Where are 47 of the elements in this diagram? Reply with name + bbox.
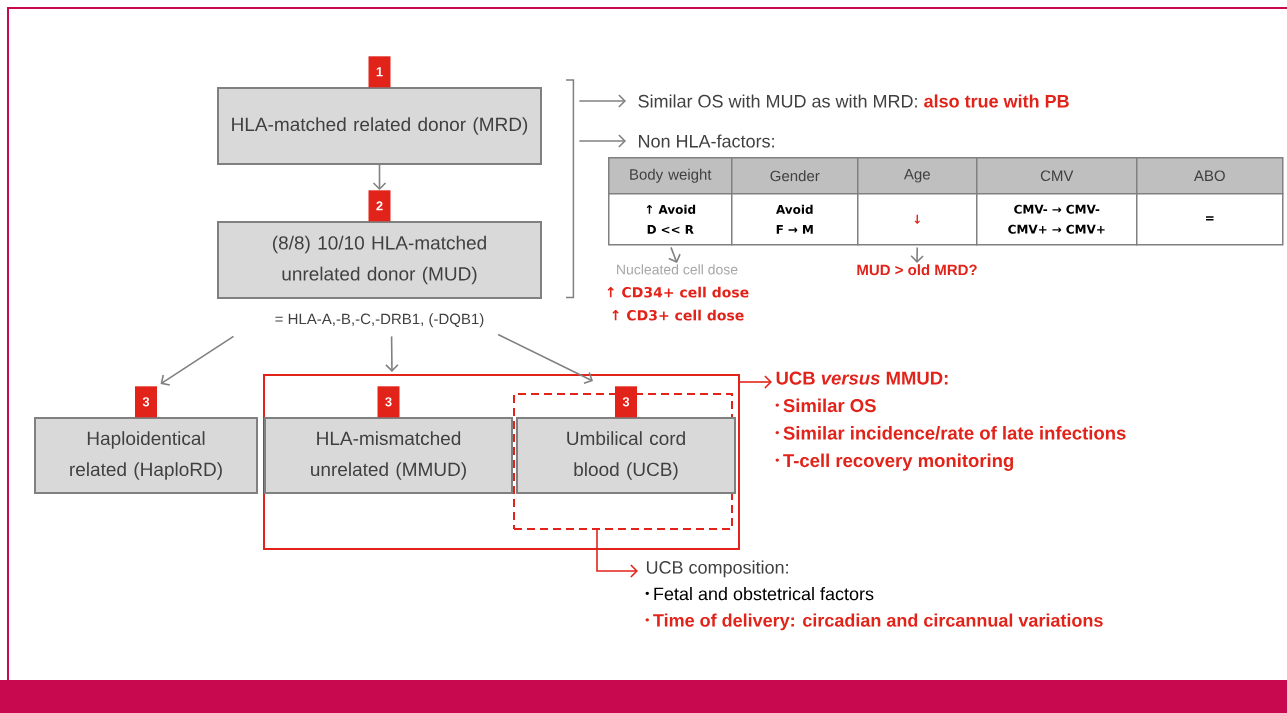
note-text: Non HLA-factors:: [639, 134, 774, 148]
node-label: Time of delivery: circadian and circannual variations: [653, 613, 1103, 631]
table-cell: ↓: [857, 193, 978, 246]
bullet-list: UCB composition: Fetal and obstetrical factors Time of delivery: circadian and circannual variations: [645, 560, 1103, 631]
note-text: Nucleated cell dose ↑ CD34+ cell dose ↑ CD3+ cell dose: [607, 264, 749, 321]
table-cell: ↑ Avoid D << R: [608, 193, 733, 246]
arrow: [497, 333, 593, 385]
arrow: [668, 246, 681, 263]
table-cell: Age: [857, 157, 978, 195]
node-label: UCB versus MMUD:: [776, 371, 948, 385]
note-text: Similar OS with MUD as with MRD: also true with PB: [638, 94, 1069, 108]
arrow: [578, 94, 626, 108]
arrow: [739, 375, 772, 389]
process-box: HLA-matched related donor (MRD): [217, 87, 542, 165]
node-label: T-cell recovery monitoring: [783, 453, 1014, 471]
table-cell: Gender: [731, 157, 859, 195]
node-label: Similar incidence/rate of late infections: [783, 426, 1126, 440]
process-box: (8/8) 10/10 HLA-matched unrelated donor (MUD): [217, 221, 542, 299]
number-badge: 3: [615, 386, 637, 418]
group-frame: [263, 374, 740, 550]
bullet-list: UCB versus MMUD: Similar OS Similar incidence/rate of late infections T-cell recovery monitoring: [775, 371, 1126, 471]
process-box: Umbilical cord blood (UCB): [516, 417, 736, 494]
table-cell: ABO: [1136, 157, 1284, 195]
arrow: [372, 164, 387, 191]
group-frame: [513, 393, 733, 530]
arrow: [910, 246, 924, 263]
arrow: [385, 335, 399, 372]
bracket: [565, 79, 575, 299]
number-badge: 1: [368, 56, 391, 88]
process-box: Haploidentical related (HaploRD): [34, 417, 258, 494]
node-label: Similar OS: [783, 398, 876, 413]
table-cell: Body weight: [608, 157, 733, 195]
table-cell: CMV- → CMV- CMV+ → CMV+: [976, 193, 1138, 246]
number-badge: 2: [368, 190, 391, 222]
table-cell: Avoid F → M: [731, 193, 859, 246]
arrow: [160, 335, 235, 386]
number-badge: 3: [377, 386, 400, 418]
note-text: MUD > old MRD?: [857, 264, 977, 276]
node-label: Fetal and obstetrical factors: [654, 587, 874, 601]
number-badge: 3: [135, 386, 157, 418]
arrow: [596, 529, 638, 578]
arrow: [578, 134, 626, 148]
caption-text: = HLA-A,-B,-C,-DRB1, (-DQB1): [275, 313, 484, 328]
process-box: HLA-mismatched unrelated (MMUD): [264, 417, 513, 494]
table-cell: CMV: [976, 157, 1138, 195]
node-label: UCB composition:: [646, 560, 788, 578]
table-cell: =: [1136, 193, 1284, 246]
